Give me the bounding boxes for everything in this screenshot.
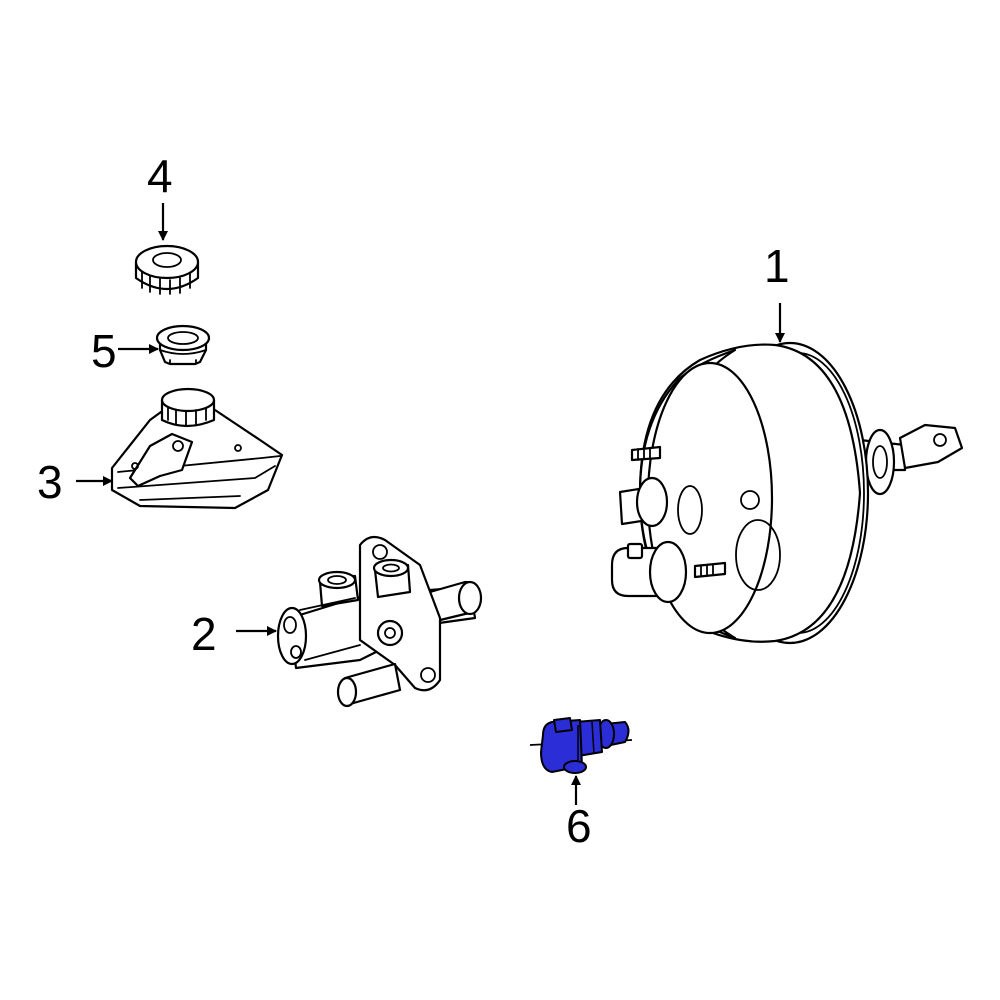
- callout-2: 2: [191, 608, 217, 660]
- callout-3: 3: [37, 456, 63, 508]
- part-2-master-cylinder: [276, 535, 483, 708]
- callout-4: 4: [147, 150, 173, 202]
- callout-1: 1: [764, 240, 790, 292]
- part-1-brake-booster: [610, 341, 964, 645]
- part-3-fluid-reservoir: [110, 387, 284, 510]
- part-5-filter-strainer: [155, 324, 211, 366]
- part-4-reservoir-cap: [134, 244, 200, 295]
- callout-6: 6: [566, 800, 592, 852]
- callout-5: 5: [91, 325, 117, 377]
- part-6-vacuum-sensor-highlighted: [529, 717, 633, 774]
